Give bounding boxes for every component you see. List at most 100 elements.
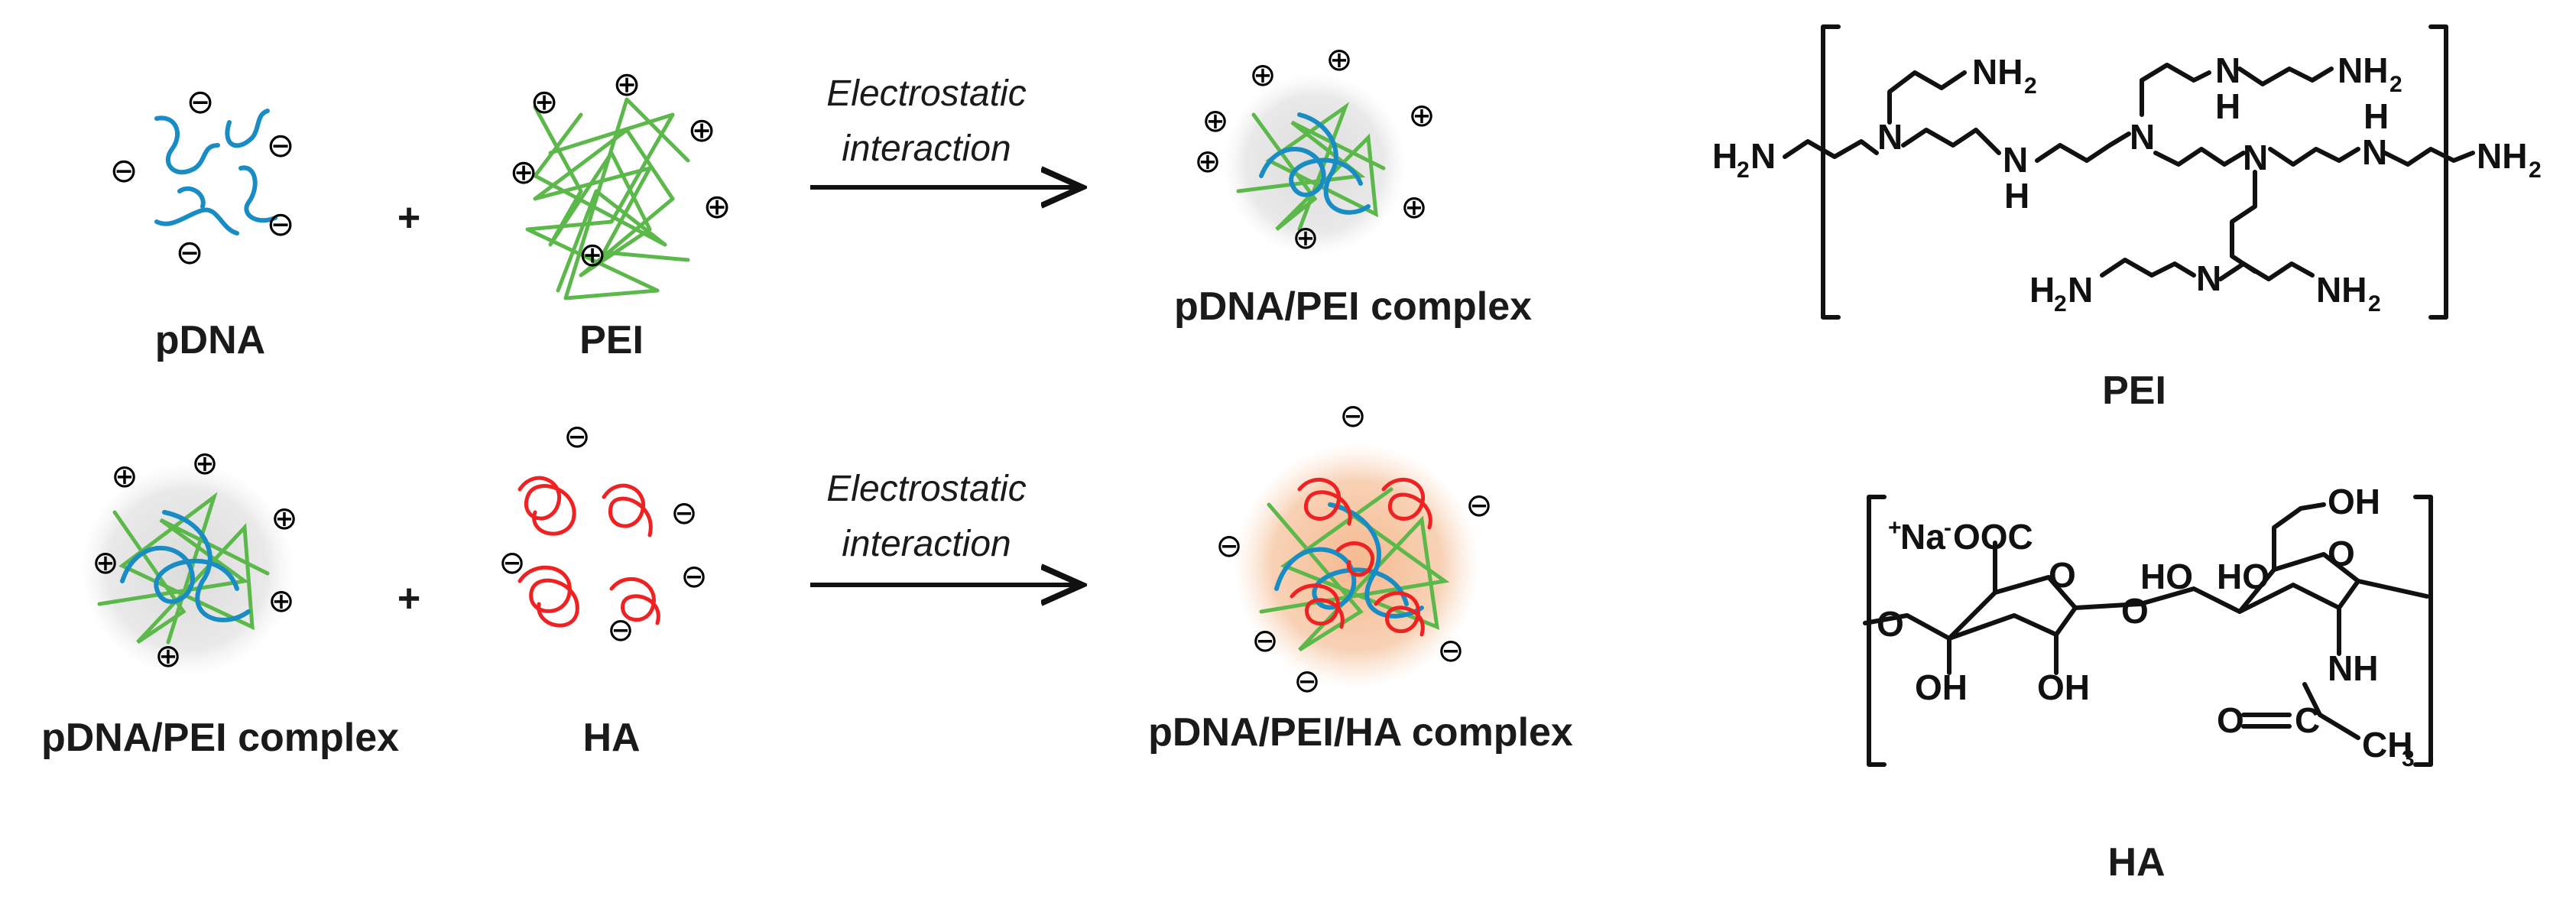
pdna-pei-complex-top-charges: ⊕ ⊕ ⊕ ⊕ ⊕ ⊕ ⊕ [1194, 41, 1435, 255]
svg-text:2: 2 [2368, 291, 2381, 317]
arrow-bottom-text-line1: Electrostatic [826, 469, 1026, 509]
svg-text:N: N [1877, 117, 1903, 157]
negative-charge-icon: ⊖ [498, 544, 525, 580]
pdna-strands [154, 109, 277, 235]
svg-text:NH: NH [2328, 648, 2378, 688]
positive-charge-icon: ⊕ [530, 83, 559, 121]
pdna-label: pDNA [155, 318, 265, 362]
arrow-bottom-text-line2: interaction [842, 524, 1011, 564]
arrow-top-text-line1: Electrostatic [826, 73, 1026, 114]
svg-text:C: C [2295, 700, 2320, 740]
positive-charge-icon: ⊕ [1249, 57, 1276, 93]
ha-label: HA [582, 716, 640, 760]
pei-coil [525, 97, 690, 300]
positive-charge-icon: ⊕ [191, 445, 218, 481]
negative-charge-icon: ⊖ [680, 558, 707, 594]
svg-text:OH: OH [2328, 482, 2380, 521]
pdna-charges: ⊖ ⊖ ⊖ ⊖ ⊖ [110, 83, 295, 271]
ha-coils [517, 476, 660, 628]
arrow-top-text-line2: interaction [842, 128, 1011, 169]
pei-left-bracket [1821, 24, 1841, 320]
svg-text:+: + [1888, 515, 1902, 541]
positive-charge-icon: ⊕ [1408, 97, 1435, 133]
svg-text:2: 2 [2054, 291, 2067, 317]
svg-text:O: O [2328, 534, 2355, 573]
positive-charge-icon: ⊕ [1400, 189, 1427, 225]
svg-text:N: N [2003, 140, 2028, 180]
pdna-pei-ha-complex-label: pDNA/PEI/HA complex [1148, 710, 1573, 755]
ha-right-bracket [2413, 495, 2433, 767]
svg-text:NH: NH [1972, 52, 2023, 92]
svg-text:3: 3 [2402, 746, 2415, 771]
positive-charge-icon: ⊕ [510, 154, 538, 191]
negative-charge-icon: ⊖ [1215, 528, 1242, 563]
negative-charge-icon: ⊖ [267, 127, 295, 164]
positive-charge-icon: ⊕ [703, 188, 732, 226]
svg-text:H: H [2363, 96, 2389, 136]
svg-text:O: O [1877, 604, 1904, 644]
svg-text:OH: OH [2037, 667, 2090, 707]
negative-charge-icon: ⊖ [563, 418, 590, 454]
ha-structure: + Na - OOC O O OH OH O HO HO OH O NH O C… [1863, 482, 2433, 771]
negative-charge-icon: ⊖ [176, 234, 204, 271]
negative-charge-icon: ⊖ [1437, 632, 1464, 668]
pei-right-bracket [2428, 24, 2448, 320]
svg-text:O: O [2049, 555, 2076, 595]
negative-charge-icon: ⊖ [670, 495, 697, 531]
svg-text:N: N [2362, 132, 2387, 172]
positive-charge-icon: ⊕ [92, 544, 118, 580]
svg-text:O: O [2121, 591, 2149, 631]
svg-text:N: N [1750, 136, 1776, 176]
svg-text:H: H [2215, 86, 2240, 126]
svg-text:CH: CH [2362, 725, 2412, 765]
positive-charge-icon: ⊕ [1325, 41, 1352, 77]
positive-charge-icon: ⊕ [1194, 143, 1221, 179]
ha-charges: ⊖ ⊖ ⊖ ⊖ ⊖ [498, 418, 707, 648]
positive-charge-icon: ⊕ [613, 66, 641, 103]
svg-text:O: O [2217, 700, 2244, 740]
pei-structure: H 2 N N NH 2 N H N N H NH 2 N N H NH 2 H… [1712, 24, 2542, 320]
positive-charge-icon: ⊕ [1202, 102, 1228, 138]
plus-sign-bottom: + [397, 576, 420, 621]
negative-charge-icon: ⊖ [1465, 487, 1492, 523]
svg-text:HO: HO [2217, 557, 2269, 596]
svg-text:OH: OH [1915, 667, 1968, 707]
svg-text:HO: HO [2140, 557, 2193, 596]
positive-charge-icon: ⊕ [268, 583, 294, 619]
negative-charge-icon: ⊖ [267, 206, 295, 243]
negative-charge-icon: ⊖ [1339, 398, 1366, 434]
svg-text:H: H [1712, 136, 1737, 176]
svg-text:N: N [2215, 50, 2240, 90]
svg-text:2: 2 [2389, 72, 2402, 97]
negative-charge-icon: ⊖ [110, 152, 138, 190]
positive-charge-icon: ⊕ [111, 458, 138, 494]
svg-text:N: N [2130, 117, 2155, 157]
svg-text:2: 2 [2529, 157, 2542, 183]
positive-charge-icon: ⊕ [688, 112, 716, 149]
pei-charges: ⊕ ⊕ ⊕ ⊕ ⊕ ⊕ [510, 66, 732, 274]
svg-text:N: N [2068, 270, 2093, 310]
negative-charge-icon: ⊖ [1251, 622, 1278, 658]
svg-text:OOC: OOC [1953, 517, 2033, 557]
pei-structure-title: PEI [2102, 369, 2166, 413]
svg-text:N: N [2196, 258, 2221, 298]
positive-charge-icon: ⊕ [154, 638, 181, 674]
svg-text:NH: NH [2316, 270, 2367, 310]
ha-left-bracket [1867, 495, 1887, 767]
pdna-pei-complex-bottom-particle [80, 463, 294, 677]
pei-label: PEI [579, 318, 644, 362]
svg-text:NH: NH [2338, 50, 2388, 90]
svg-text:2: 2 [1737, 157, 1750, 183]
pdna-pei-complex-bottom-label: pDNA/PEI complex [41, 716, 399, 760]
pdna-pei-complex-top-particle [1223, 73, 1406, 256]
negative-charge-icon: ⊖ [187, 83, 215, 121]
svg-text:NH: NH [2477, 136, 2527, 176]
pdna-pei-complex-top-label: pDNA/PEI complex [1174, 284, 1532, 329]
plus-sign-top: + [397, 196, 420, 240]
ha-structure-title: HA [2107, 840, 2165, 885]
svg-text:2: 2 [2024, 73, 2037, 99]
pdna-pei-ha-complex-charges: ⊖ ⊖ ⊖ ⊖ ⊖ ⊖ [1215, 398, 1492, 699]
svg-text:N: N [2243, 138, 2268, 177]
svg-text:Na: Na [1900, 517, 1945, 557]
